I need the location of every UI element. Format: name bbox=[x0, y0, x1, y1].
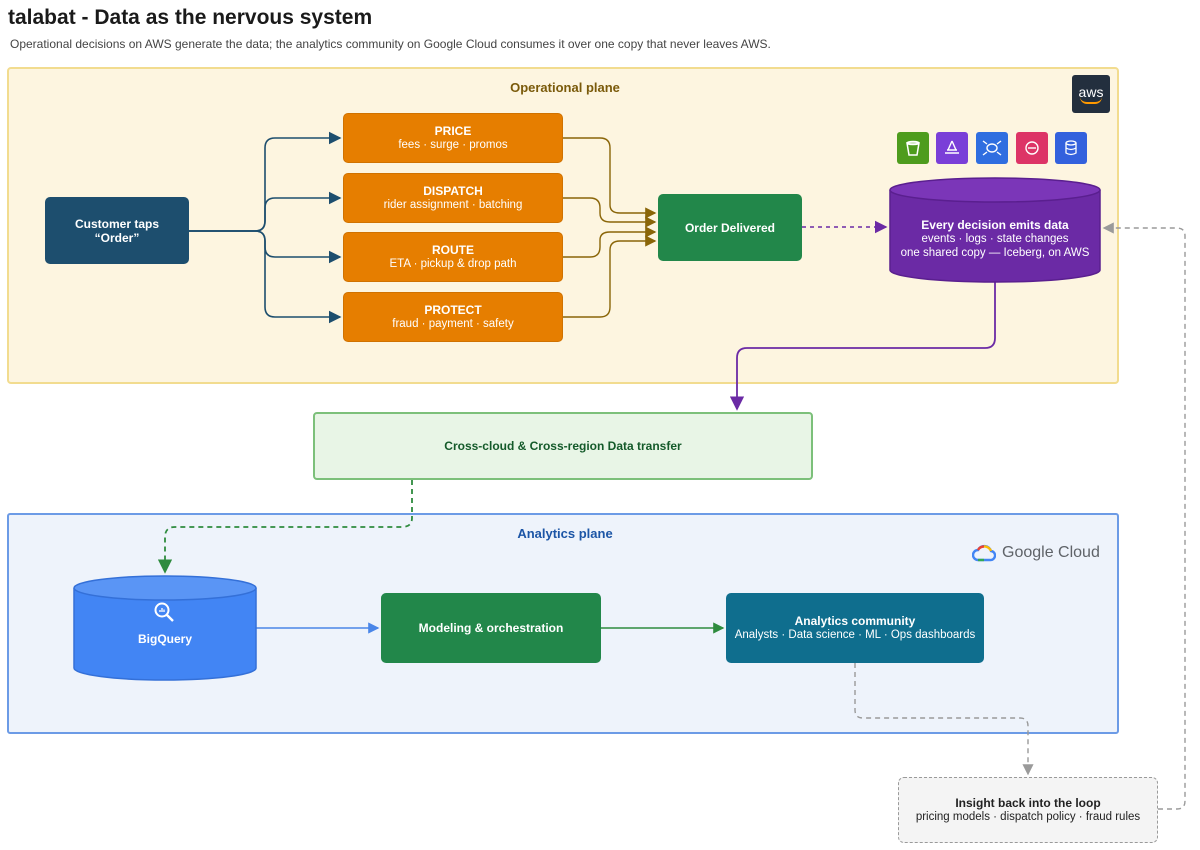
bigquery-cylinder bbox=[73, 575, 257, 681]
order-delivered-label: Order Delivered bbox=[684, 220, 776, 235]
bigquery-label: BigQuery bbox=[137, 632, 192, 646]
page-subtitle: Operational decisions on AWS generate th… bbox=[10, 37, 771, 51]
glue-catalog-icon bbox=[1055, 132, 1087, 164]
community-title: Analytics community bbox=[794, 614, 916, 628]
data-store-title: Every decision emits data bbox=[921, 218, 1069, 232]
customer-line1: Customer taps bbox=[74, 216, 160, 231]
data-store-text: Every decision emits data events · logs … bbox=[890, 218, 1100, 260]
modeling-orchestration-node: Modeling & orchestration bbox=[381, 593, 601, 663]
protect-title: PROTECT bbox=[424, 303, 482, 317]
route-decision-node: ROUTE ETA · pickup & drop path bbox=[343, 232, 563, 282]
analytics-plane-title: Analytics plane bbox=[517, 526, 613, 541]
modeling-label: Modeling & orchestration bbox=[418, 621, 564, 635]
dispatch-decision-node: DISPATCH rider assignment · batching bbox=[343, 173, 563, 223]
decisions-to-delivered-arrows bbox=[563, 137, 657, 318]
route-detail: ETA · pickup & drop path bbox=[389, 258, 517, 270]
community-detail: Analysts · Data science · ML · Ops dashb… bbox=[734, 629, 976, 641]
cross-cloud-transfer-node: Cross-cloud & Cross-region Data transfer bbox=[313, 412, 813, 480]
data-store-line2: events · logs · state changes bbox=[921, 233, 1069, 245]
aws-logo-icon: aws bbox=[1072, 75, 1110, 113]
google-cloud-logo: Google Cloud bbox=[972, 541, 1112, 565]
insight-title: Insight back into the loop bbox=[955, 796, 1101, 810]
price-title: PRICE bbox=[434, 124, 472, 138]
glue-icon bbox=[976, 132, 1008, 164]
protect-decision-node: PROTECT fraud · payment · safety bbox=[343, 292, 563, 342]
bigquery-icon bbox=[154, 602, 174, 622]
protect-detail: fraud · payment · safety bbox=[392, 318, 514, 330]
insight-detail: pricing models · dispatch policy · fraud… bbox=[915, 811, 1141, 823]
dispatch-title: DISPATCH bbox=[423, 184, 483, 198]
analytics-community-node: Analytics community Analysts · Data scie… bbox=[726, 593, 984, 663]
lake-formation-icon bbox=[1016, 132, 1048, 164]
insight-feedback-arrow bbox=[1102, 222, 1186, 810]
price-decision-node: PRICE fees · surge · promos bbox=[343, 113, 563, 163]
page-title: talabat - Data as the nervous system bbox=[8, 6, 373, 29]
data-store-line3: one shared copy — Iceberg, on AWS bbox=[900, 247, 1090, 259]
google-cloud-icon bbox=[972, 544, 996, 562]
price-detail: fees · surge · promos bbox=[398, 139, 508, 151]
customer-line2: “Order” bbox=[94, 230, 140, 245]
customer-taps-order-node: Customer taps “Order” bbox=[45, 197, 189, 264]
s3-bucket-icon bbox=[897, 132, 929, 164]
dispatch-detail: rider assignment · batching bbox=[383, 199, 523, 211]
aws-logo-text: aws bbox=[1078, 84, 1104, 100]
community-to-insight-arrow bbox=[854, 663, 1034, 776]
transfer-to-bigquery-arrow bbox=[157, 480, 413, 574]
customer-to-decisions-arrows bbox=[189, 131, 342, 324]
operational-plane-title: Operational plane bbox=[510, 80, 620, 95]
google-cloud-text: Google Cloud bbox=[1002, 544, 1100, 561]
route-title: ROUTE bbox=[432, 243, 474, 257]
datastore-to-transfer-arrow bbox=[729, 282, 996, 411]
data-store-cylinder bbox=[889, 177, 1101, 283]
insight-feedback-node: Insight back into the loop pricing model… bbox=[898, 777, 1158, 843]
athena-icon bbox=[936, 132, 968, 164]
transfer-label: Cross-cloud & Cross-region Data transfer bbox=[444, 439, 682, 453]
order-delivered-node: Order Delivered bbox=[658, 194, 802, 261]
